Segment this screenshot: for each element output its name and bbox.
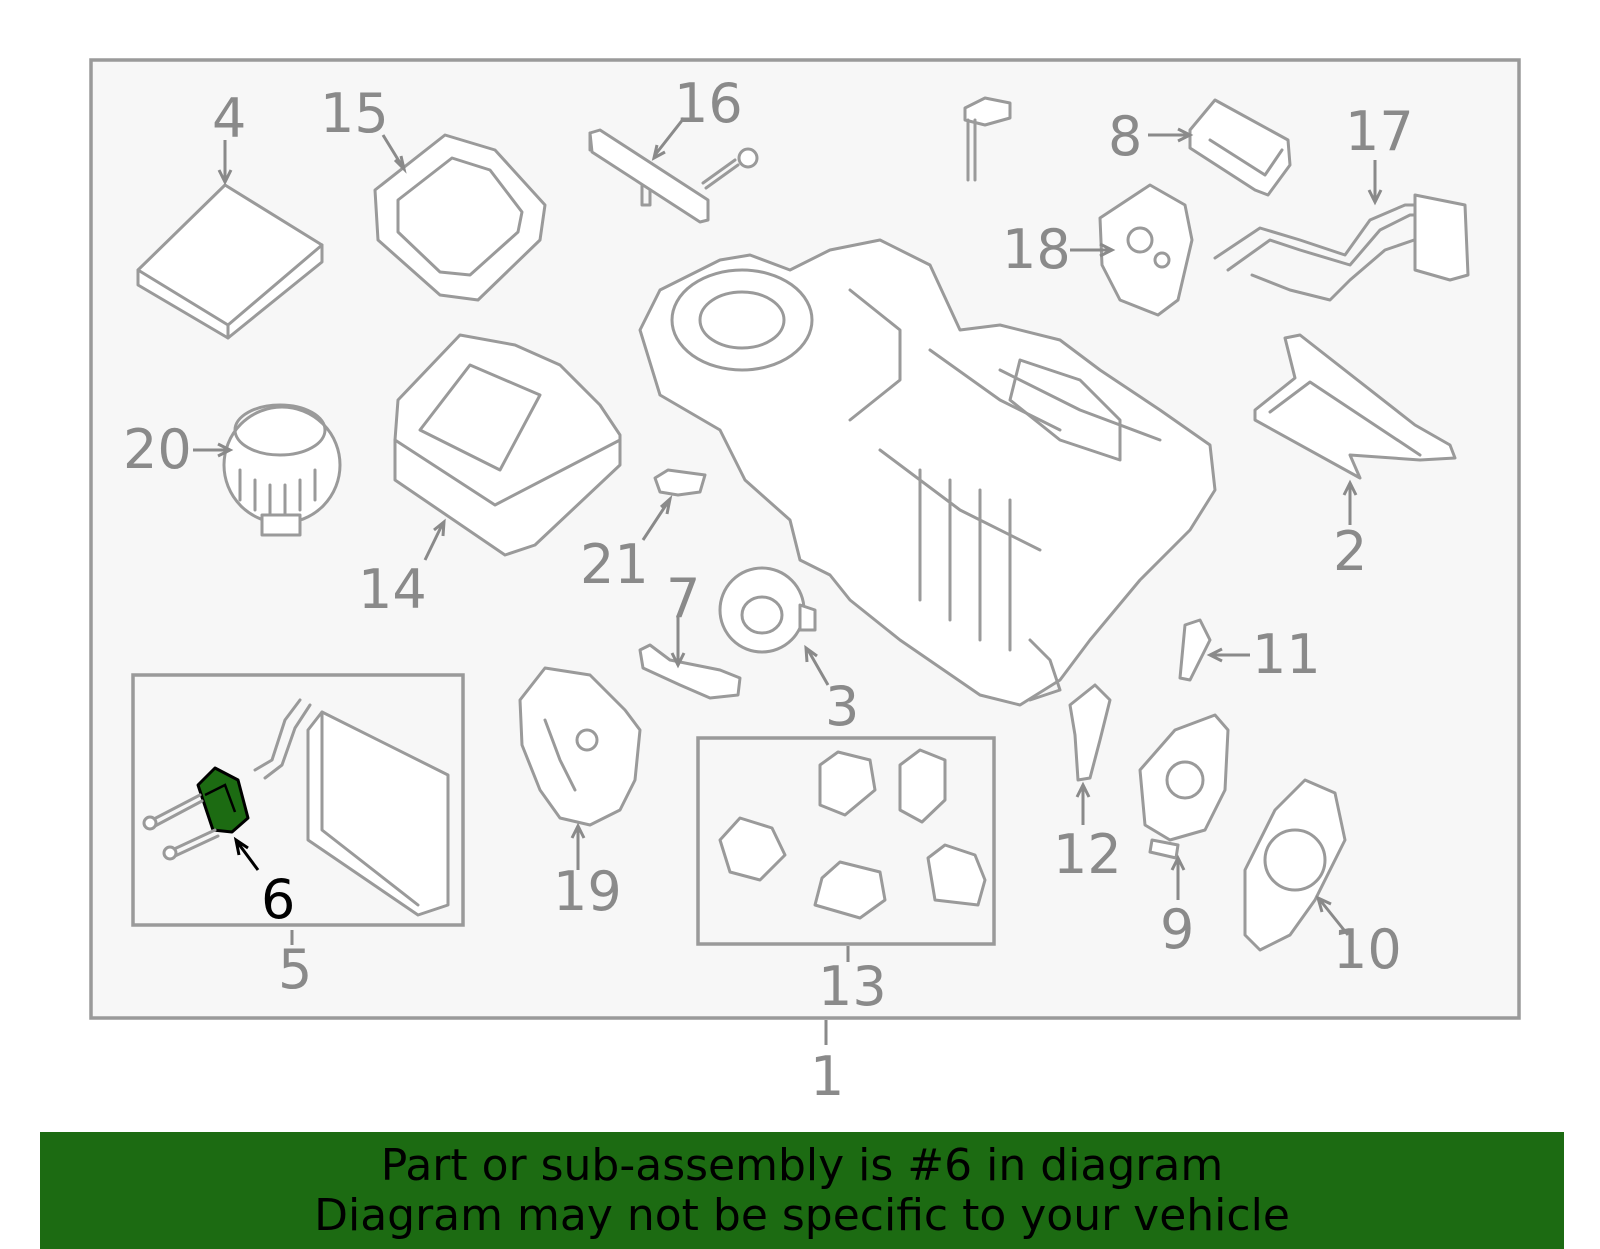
info-banner: Part or sub-assembly is #6 in diagram Di… [40, 1132, 1564, 1249]
callout-9: 9 [1160, 898, 1194, 961]
banner-line-part: Part or sub-assembly is #6 in diagram [380, 1139, 1224, 1191]
callout-7: 7 [666, 567, 700, 630]
bolt [701, 147, 759, 190]
sensor [963, 96, 1012, 182]
part-9-actuator [1138, 713, 1230, 860]
main-hvac-case [638, 238, 1217, 707]
callout-5: 5 [278, 938, 312, 1001]
part-12-sensor [1068, 683, 1112, 782]
callout-13: 13 [818, 955, 887, 1018]
part-20-blower-motor [222, 403, 342, 537]
callout-6: 6 [261, 868, 295, 931]
part-3-actuator [718, 566, 817, 654]
callout-10: 10 [1333, 918, 1402, 981]
callout-12: 12 [1053, 823, 1122, 886]
callout-21: 21 [580, 533, 649, 596]
bolts [142, 793, 220, 861]
part-7-duct [638, 643, 742, 700]
callout-16: 16 [674, 72, 743, 135]
callout-labels: 4 15 16 8 17 18 20 14 21 7 3 2 11 12 9 1… [123, 72, 1414, 1108]
banner-line-disclaimer: Diagram may not be specific to your vehi… [314, 1189, 1290, 1241]
callout-8: 8 [1108, 105, 1142, 168]
part-8-actuator [1188, 98, 1292, 197]
callout-11: 11 [1252, 623, 1321, 686]
part-21-clip [653, 468, 707, 497]
part-18-actuator [1098, 183, 1194, 317]
callout-17: 17 [1345, 100, 1414, 163]
part-15-seal [373, 133, 547, 302]
part-10-actuator-plate [1243, 778, 1347, 952]
part-19-actuator [518, 666, 642, 827]
callout-20: 20 [123, 418, 192, 481]
callout-14: 14 [358, 558, 427, 621]
part-11-clip [1178, 618, 1212, 682]
callout-3: 3 [825, 675, 859, 738]
parts-diagram: 4 15 16 8 17 18 20 14 21 7 3 2 11 12 9 1… [89, 58, 1521, 1108]
callout-4: 4 [212, 87, 246, 150]
part-2-seal [1253, 333, 1457, 480]
callout-18: 18 [1002, 218, 1071, 281]
part-17-heater-core-pipes [1213, 193, 1470, 302]
callout-15: 15 [320, 82, 389, 145]
part-16-strip [588, 128, 710, 224]
part-13-switches [718, 748, 987, 920]
callout-19: 19 [553, 860, 622, 923]
callout-2: 2 [1333, 520, 1367, 583]
part-5-evaporator [253, 698, 450, 917]
leader-lines [193, 117, 1383, 1045]
callout-1: 1 [810, 1045, 844, 1108]
part-14-blower-case [393, 333, 622, 557]
